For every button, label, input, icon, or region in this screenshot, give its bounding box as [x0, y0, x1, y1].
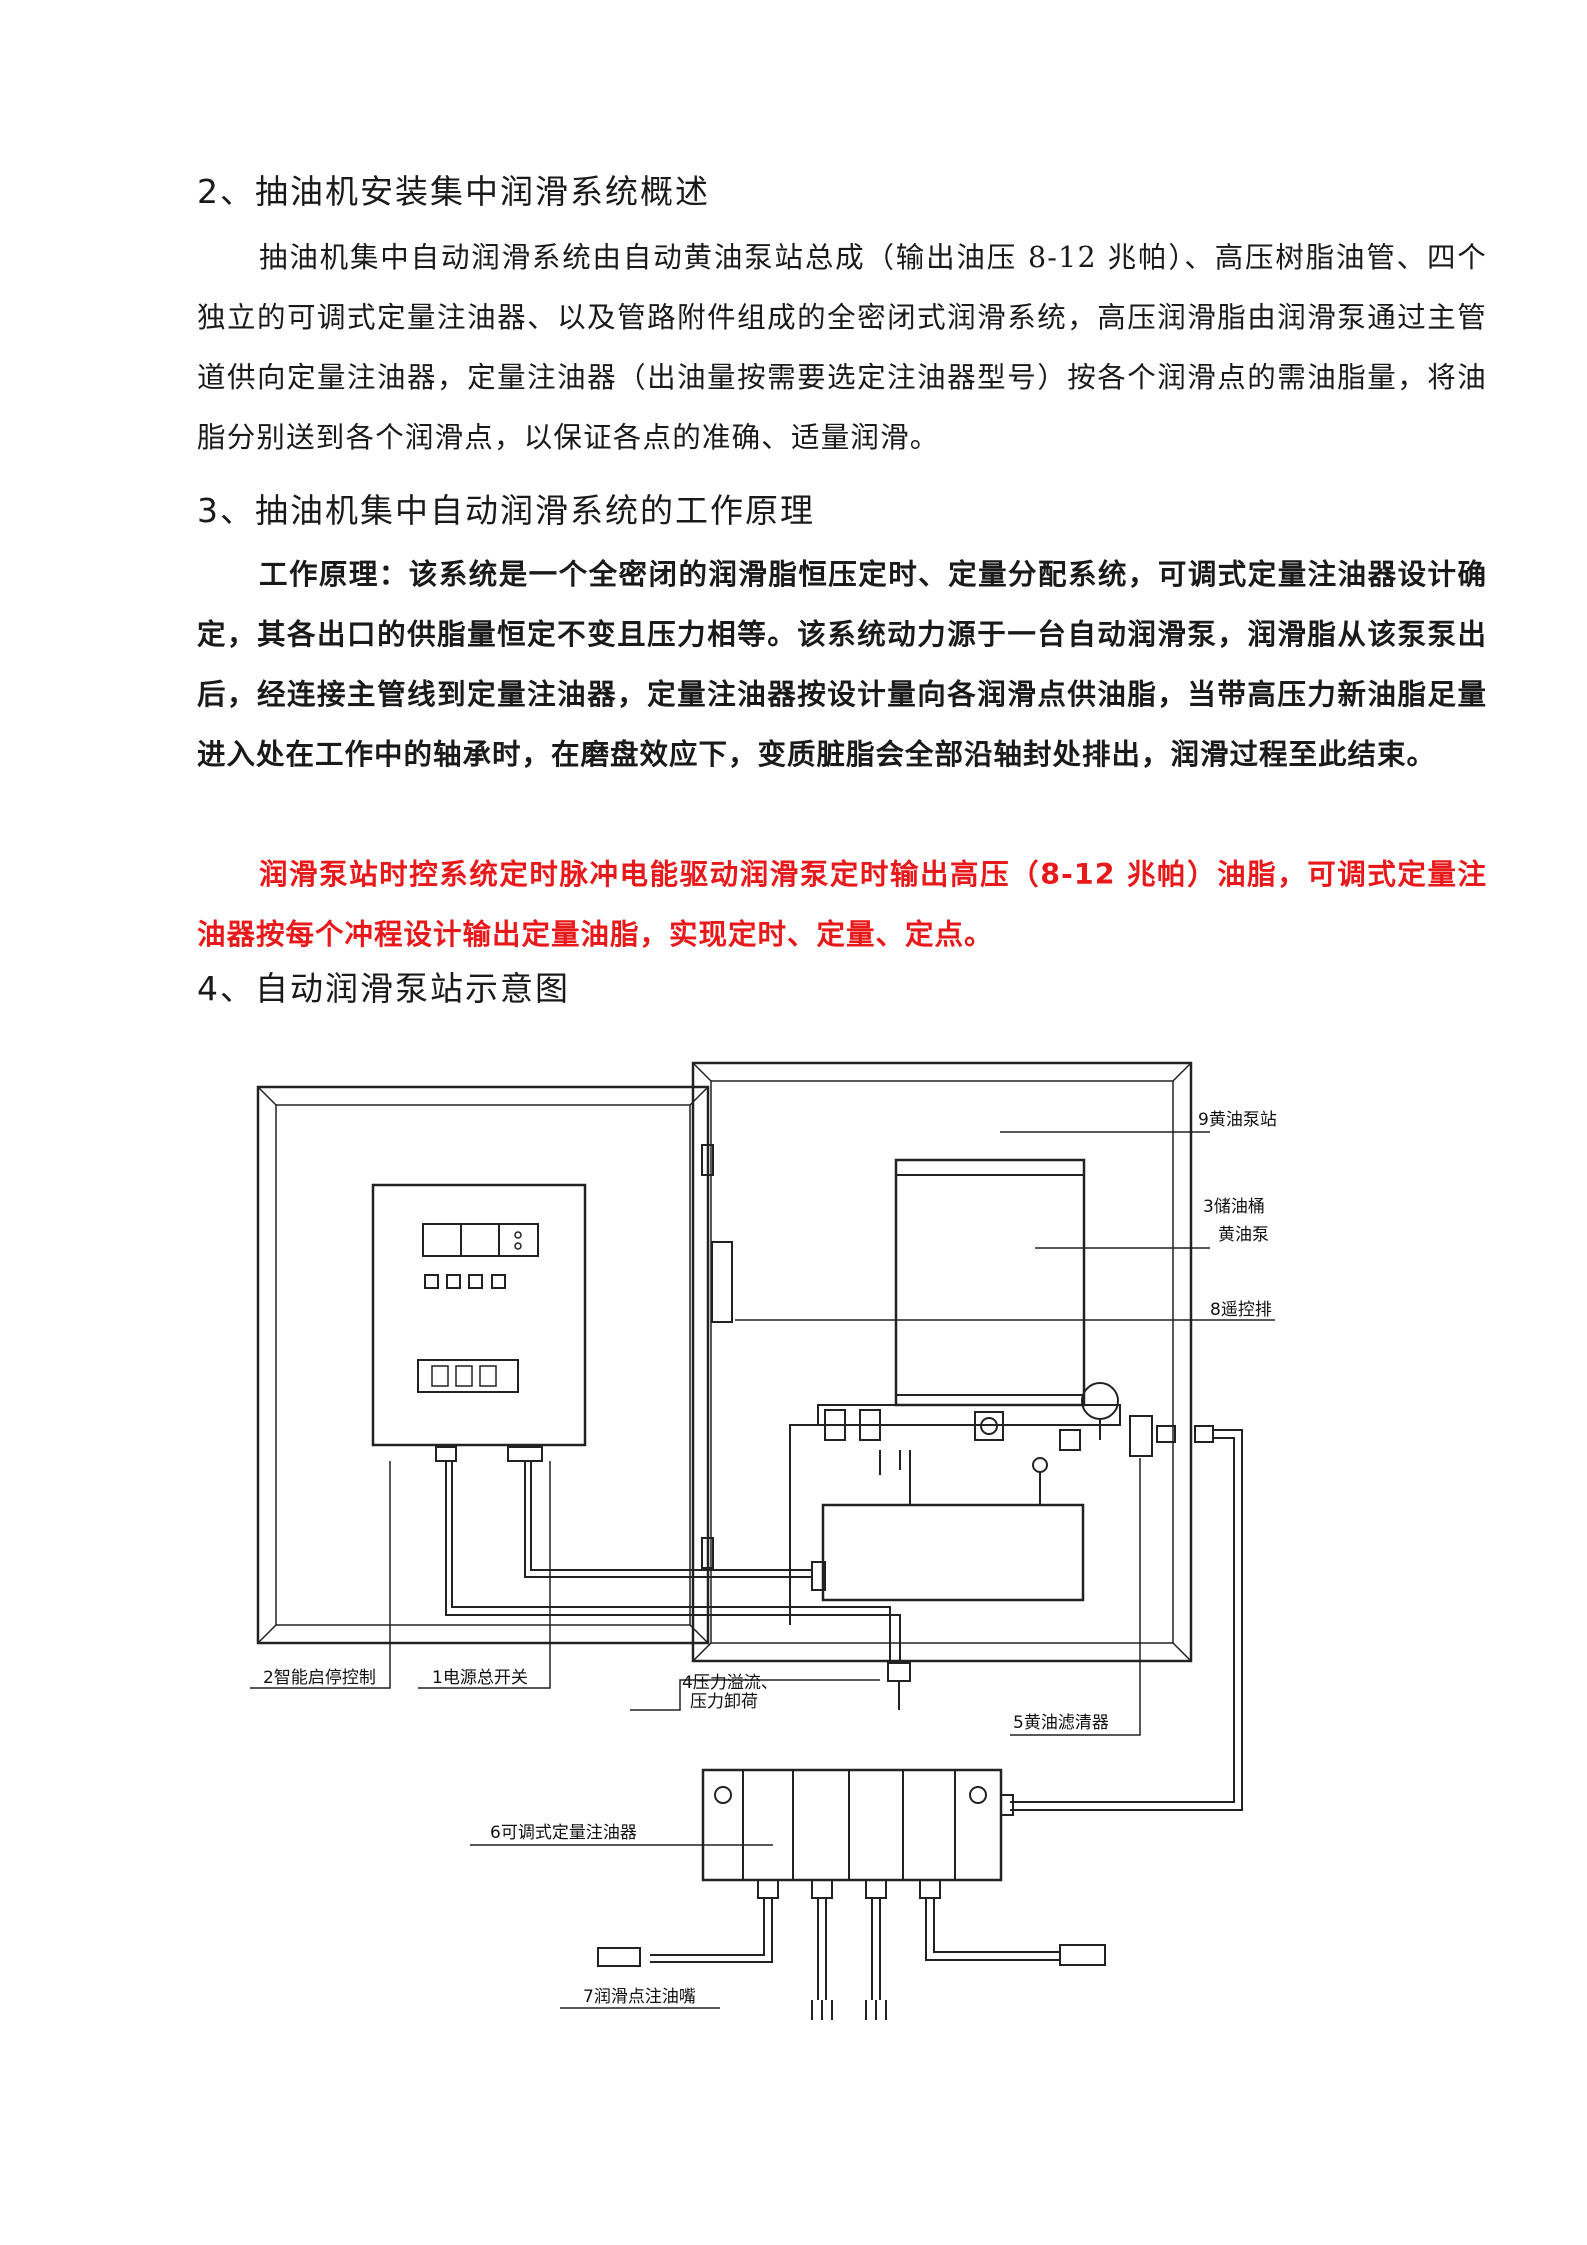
label-2: 2智能启停控制 [263, 1668, 376, 1688]
outlet-fitting [887, 1662, 911, 1710]
outlet-lines [597, 1898, 1106, 2020]
label-7: 7润滑点注油嘴 [583, 1987, 696, 2007]
pump-motor [811, 1503, 1085, 1602]
leader-lines [250, 1131, 1275, 2009]
control-box [371, 1183, 587, 1462]
right-cabinet [691, 1061, 1193, 1663]
grease-barrel [894, 1158, 1086, 1407]
pump-base [789, 1382, 1214, 1625]
label-4b: 压力卸荷 [690, 1692, 758, 1712]
main-grease-line [1010, 1429, 1243, 1811]
label-3b: 黄油泵 [1218, 1225, 1269, 1245]
section-4-heading: 4、自动润滑泵站示意图 [197, 969, 570, 1008]
label-3a: 3储油桶 [1203, 1197, 1265, 1217]
label-9: 9黄油泵站 [1198, 1110, 1277, 1130]
section-3-highlight: 润滑泵站时控系统定时脉冲电能驱动润滑泵定时输出高压（8-12 兆帕）油脂，可调式… [197, 858, 1487, 951]
left-cabinet [256, 1085, 710, 1645]
label-5: 5黄油滤清器 [1013, 1713, 1109, 1733]
label-6: 6可调式定量注油器 [490, 1823, 637, 1843]
section-2-paragraph: 抽油机集中自动润滑系统由自动黄油泵站总成（输出油压 8-12 兆帕）、高压树脂油… [197, 241, 1487, 454]
distributor-block [701, 1768, 1014, 1899]
section-3-paragraph: 工作原理：该系统是一个全密闭的润滑脂恒压定时、定量分配系统，可调式定量注油器设计… [197, 558, 1487, 771]
section-3-heading: 3、抽油机集中自动润滑系统的工作原理 [197, 491, 815, 530]
label-4a: 4压力溢流、 [682, 1673, 778, 1693]
label-8: 8遥控排 [1210, 1300, 1272, 1320]
wiring [445, 1461, 901, 1663]
section-2-heading: 2、抽油机安装集中润滑系统概述 [197, 172, 710, 211]
label-1: 1电源总开关 [432, 1668, 528, 1688]
